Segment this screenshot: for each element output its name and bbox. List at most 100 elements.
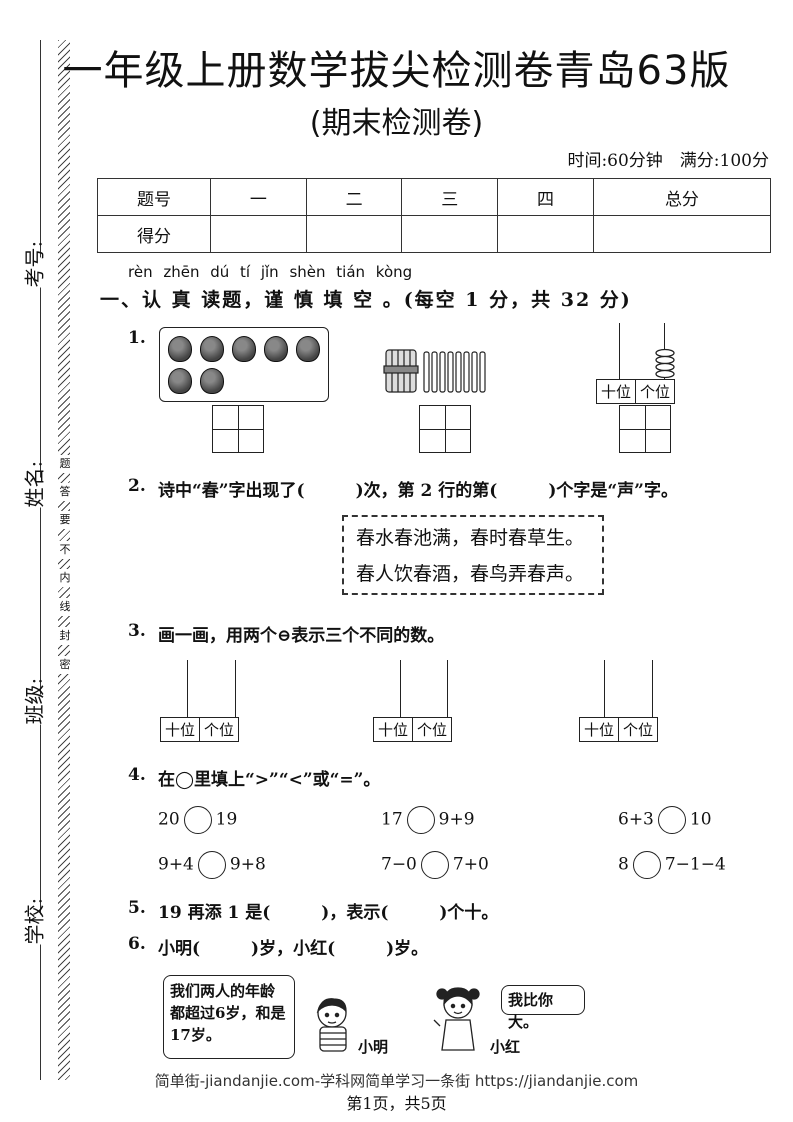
strawberry-box xyxy=(159,327,329,402)
seal-char: 密 xyxy=(58,656,72,674)
binding-hatch xyxy=(58,40,70,1080)
compare-right: 10 xyxy=(689,809,712,830)
compare-right: 19 xyxy=(215,809,238,830)
strawberry-icon xyxy=(200,336,224,362)
table-cell: 题号 xyxy=(97,178,211,216)
score-cell[interactable] xyxy=(497,215,594,253)
question-text: 画一画，用两个⊖表示三个不同的数。 xyxy=(158,626,445,646)
compare-item: 9+4 9+8 xyxy=(158,851,266,879)
compare-circle[interactable] xyxy=(632,851,661,879)
strawberry-icon xyxy=(264,336,288,362)
table-cell: 二 xyxy=(305,178,403,216)
speech-bubble-xiaohong: 我比你大。 xyxy=(501,985,585,1031)
seal-char: 线 xyxy=(58,598,72,616)
compare-right: 7+0 xyxy=(452,854,489,875)
answer-grid[interactable] xyxy=(419,405,471,453)
compare-left: 9+4 xyxy=(158,854,194,875)
school-label: 学校: xyxy=(18,898,48,945)
speech-bubble-xiaoming: 我们两人的年龄都超过6岁，和是17岁。 xyxy=(163,975,295,1059)
boy-icon xyxy=(316,998,347,1052)
compare-right: 7−1−4 xyxy=(664,854,726,875)
question-number: 5. xyxy=(128,898,146,918)
question-text: 在◯里填上“>”“<”或“=”。 xyxy=(158,770,381,790)
compare-item: 8 7−1−4 xyxy=(618,851,726,879)
strawberry-icon xyxy=(296,336,320,362)
character-name: 小明 xyxy=(358,1038,389,1056)
compare-circle[interactable] xyxy=(657,806,686,834)
table-cell: 三 xyxy=(401,178,499,216)
abacus-rod xyxy=(235,660,236,718)
compare-right: 9+8 xyxy=(229,854,266,875)
compare-left: 7−0 xyxy=(381,854,417,875)
compare-circle[interactable] xyxy=(420,851,449,879)
table-cell: 总分 xyxy=(592,178,772,216)
score-cell[interactable] xyxy=(305,215,403,253)
abacus-rod xyxy=(187,660,188,718)
seal-char: 答 xyxy=(58,483,72,501)
compare-item: 17 9+9 xyxy=(381,806,475,834)
question-number: 2. xyxy=(128,476,146,496)
abacus-rod xyxy=(604,660,605,718)
time-score-info: 时间:60分钟 满分:100分 xyxy=(567,151,769,171)
tens-label: 十位 xyxy=(601,383,632,401)
abacus-beads xyxy=(655,348,675,379)
strawberry-icon xyxy=(200,368,224,394)
compare-item: 7−0 7+0 xyxy=(381,851,489,879)
compare-left: 17 xyxy=(381,809,403,830)
seal-char: 不 xyxy=(58,541,72,559)
table-cell: 一 xyxy=(210,178,307,216)
question-number: 3. xyxy=(128,621,146,641)
poem-box: 春水春池满，春时春草生。 春人饮春酒，春鸟弄春声。 xyxy=(342,515,604,595)
seal-char: 要 xyxy=(58,511,72,529)
poem-line: 春人饮春酒，春鸟弄春声。 xyxy=(356,563,585,585)
page-title: 一年级上册数学拔尖检测卷青岛63版 xyxy=(62,48,731,94)
table-row: 题号 一 二 三 四 总分 xyxy=(97,178,772,216)
ones-label: 个位 xyxy=(412,718,451,741)
section-title: 一、认 真 读题，谨 慎 填 空 。(每空 1 分，共 32 分) xyxy=(100,289,632,311)
score-cell[interactable] xyxy=(401,215,499,253)
answer-grid[interactable] xyxy=(212,405,264,453)
tens-label: 十位 xyxy=(378,721,409,739)
table-cell: 得分 xyxy=(97,215,211,253)
abacus-rod xyxy=(400,660,401,718)
page-subtitle: (期末检测卷) xyxy=(309,106,484,141)
strawberry-icon xyxy=(168,368,192,394)
question-number: 6. xyxy=(128,934,146,954)
tens-label: 十位 xyxy=(584,721,615,739)
compare-circle[interactable] xyxy=(406,806,435,834)
question-text: 小明( )岁，小红( )岁。 xyxy=(158,939,429,959)
place-value-label: 十位 个位 xyxy=(373,717,453,742)
score-cell[interactable] xyxy=(210,215,307,253)
page-number: 第1页，共5页 xyxy=(346,1094,447,1113)
place-value-label: 十位 个位 xyxy=(596,379,676,404)
watermark: 简单街-jiandanjie.com-学科网简单学习一条街 https://ji… xyxy=(154,1072,639,1090)
question-number: 4. xyxy=(128,765,146,785)
question-text: 19 再添 1 是( )，表示( )个十。 xyxy=(158,903,499,923)
place-value-label: 十位 个位 xyxy=(160,717,240,742)
class-label: 班级: xyxy=(18,678,48,725)
ones-label: 个位 xyxy=(618,718,657,741)
tens-label: 十位 xyxy=(165,721,196,739)
abacus-rod xyxy=(652,660,653,718)
seal-char: 内 xyxy=(58,569,72,587)
seal-char: 封 xyxy=(58,627,72,645)
compare-right: 9+9 xyxy=(438,809,475,830)
compare-circle[interactable] xyxy=(183,806,212,834)
question-number: 1. xyxy=(128,328,146,348)
girl-icon xyxy=(433,987,480,1051)
sticks-icon xyxy=(383,349,486,393)
abacus-rod xyxy=(447,660,448,718)
answer-grid[interactable] xyxy=(619,405,671,453)
score-cell[interactable] xyxy=(592,215,772,253)
score-table: 题号 一 二 三 四 总分 得分 xyxy=(97,178,772,253)
place-value-label: 十位 个位 xyxy=(579,717,659,742)
section-pinyin: rèn zhēn dú tí jǐn shèn tián kòng xyxy=(128,263,413,281)
abacus-rod xyxy=(619,323,620,379)
character-name: 小红 xyxy=(490,1038,521,1056)
ones-label: 个位 xyxy=(635,380,674,403)
poem-line: 春水春池满，春时春草生。 xyxy=(356,527,585,549)
compare-circle[interactable] xyxy=(197,851,226,879)
compare-left: 8 xyxy=(618,854,629,875)
